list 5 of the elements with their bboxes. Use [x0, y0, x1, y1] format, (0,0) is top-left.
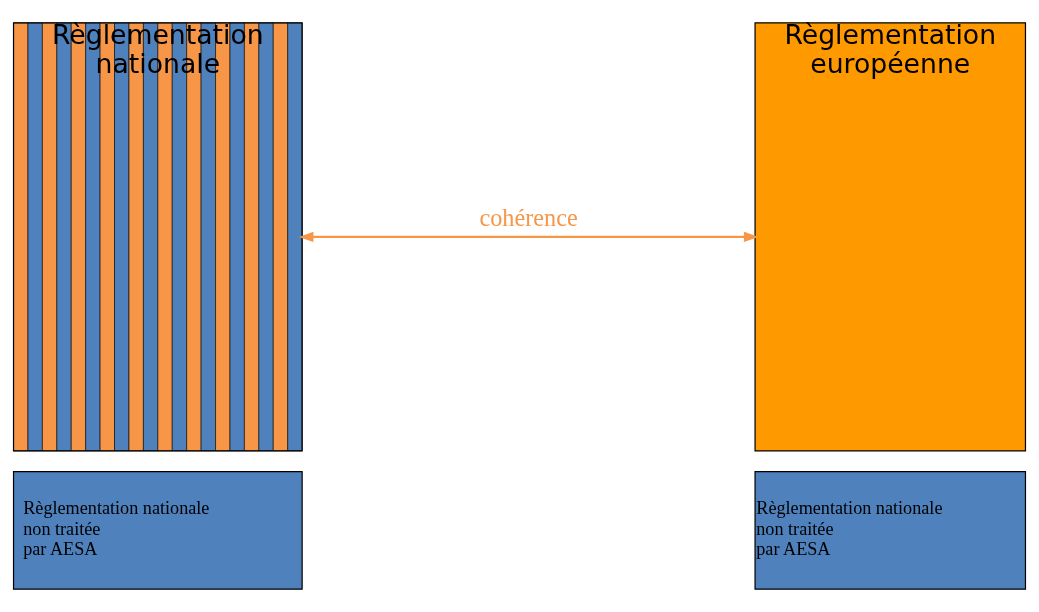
node-box: Règlementation européenne — [754, 22, 1027, 452]
node-box: Règlementation nationale non traitée par AESA — [754, 470, 1027, 590]
node-box: Règlementation nationale non traitée par AESA — [12, 470, 303, 590]
edge-label: cohérence — [479, 203, 578, 231]
arrow — [298, 231, 759, 242]
